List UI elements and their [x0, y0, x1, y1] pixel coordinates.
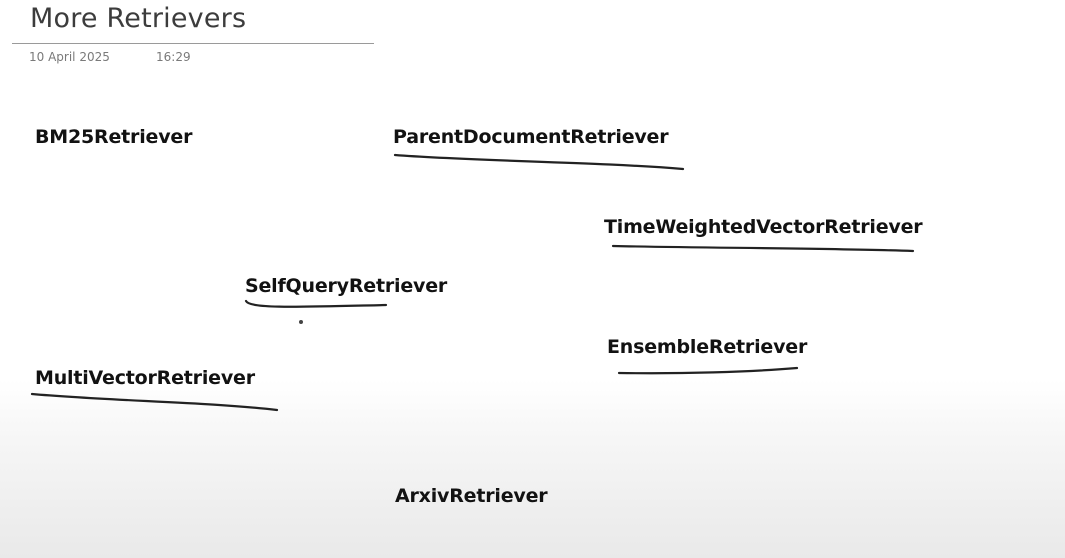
underline-multi-vector — [30, 392, 279, 412]
page-date: 10 April 2025 — [29, 50, 110, 64]
note-multi-vector-retriever[interactable]: MultiVectorRetriever — [35, 367, 255, 389]
note-self-query-retriever[interactable]: SelfQueryRetriever — [245, 275, 448, 297]
ink-dot — [299, 320, 303, 324]
underline-parent-document — [393, 153, 685, 171]
underline-ensemble — [617, 366, 799, 375]
note-time-weighted-vector-retriever[interactable]: TimeWeightedVectorRetriever — [604, 216, 923, 238]
underline-time-weighted — [611, 244, 915, 253]
page-title[interactable]: More Retrievers — [30, 3, 247, 34]
page-time: 16:29 — [156, 50, 191, 64]
note-bm25-retriever[interactable]: BM25Retriever — [35, 126, 193, 148]
note-ensemble-retriever[interactable]: EnsembleRetriever — [607, 336, 808, 358]
note-parent-document-retriever[interactable]: ParentDocumentRetriever — [393, 126, 669, 148]
underline-self-query — [244, 299, 388, 308]
title-divider — [12, 43, 374, 44]
note-arxiv-retriever[interactable]: ArxivRetriever — [395, 485, 548, 507]
